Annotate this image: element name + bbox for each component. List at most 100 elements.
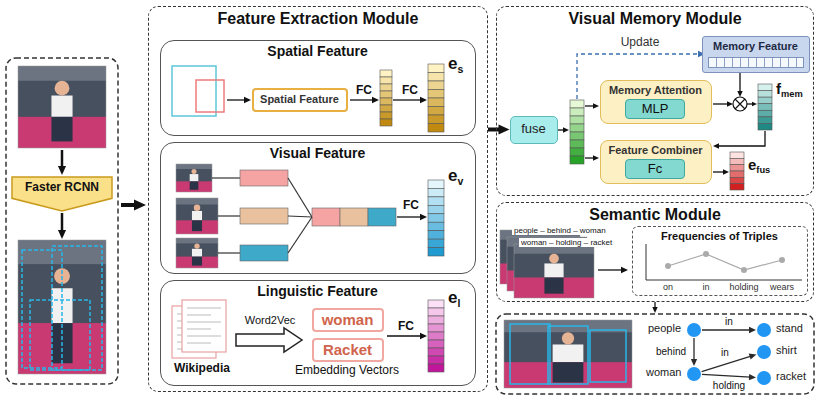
multiply-symbol [733,97,747,111]
vector-cell [428,316,444,324]
chart-dot [665,263,671,269]
arrow-line [713,171,724,172]
vector-cell [380,105,392,112]
arrow-line [397,216,421,217]
node-label: Linguistic Feature [161,281,475,299]
arrow-head [713,143,719,148]
detection-box [510,324,550,384]
mlp-box: MLP [625,99,685,119]
text-line [187,329,211,330]
vector-cell [380,98,392,105]
photo-frame [504,320,632,388]
arrow-line [227,99,245,100]
symbol-base: e [448,288,457,307]
symbol-base: e [448,54,457,73]
photo [18,66,106,148]
arrow-head [420,333,427,339]
photo-head [191,169,196,174]
vector-cell [428,124,444,133]
feature-line [218,252,240,253]
vector-cell [570,132,584,140]
photo-figure [544,277,563,293]
arrow-head [134,200,146,211]
vector-cell [730,177,744,183]
arrow-line [585,105,594,106]
photo-frame [176,198,218,234]
photo-banner [176,220,218,234]
vector-cell [758,117,772,124]
text-label: Update [621,36,660,50]
arrow-line [350,99,373,100]
feature-vector [730,152,744,190]
text-line [187,343,211,344]
arrow-head [593,103,599,108]
node-label: Frequencies of Triples [633,227,807,243]
feature-vector [380,70,392,126]
vector-cell [730,152,744,158]
photo [176,198,218,234]
symbol-subscript: v [457,175,463,187]
detector-outline [12,177,112,211]
photo-ground [176,198,218,234]
graph-label: woman [646,366,681,379]
photo-figure [192,257,202,266]
text-label: FC [398,320,414,334]
arrow-line [585,157,594,158]
process-box: Spatial Feature [252,88,348,112]
photo-head [549,254,559,264]
photo-head [194,204,200,210]
vector-cell [758,97,772,104]
arrow-line [718,131,765,146]
photo-figure [553,344,584,362]
arrow-head [58,230,66,239]
hollow-arrow [236,328,302,352]
photo-figure [192,211,202,220]
text-label: on [663,282,673,292]
text-label: Wikipedia [174,362,230,376]
feature-vector [428,64,444,132]
vector-cell [570,156,584,164]
symbol-base: f [776,80,781,97]
vector-cell [428,214,444,222]
arrow-head [420,214,427,220]
photo-figure [192,220,202,231]
chart-dot [779,257,785,263]
photo-ground [18,66,106,148]
vector-cell [428,115,444,124]
arrow-head [420,97,427,103]
vector-cell [428,348,444,356]
text-label: el [448,288,460,308]
photo-ground [514,244,594,298]
feature-line [218,215,240,216]
arrow-head [749,327,756,333]
vector-cell [428,308,444,316]
vector-cell [730,184,744,190]
vector-cell [570,140,584,148]
arrow-head [58,166,66,175]
symbol-subscript: fus [756,165,770,175]
photo-figure [51,96,72,117]
node-label: Spatial Feature [161,41,475,59]
photo [176,164,212,192]
text-line [187,315,211,316]
word-box: woman [312,308,384,332]
detector-box: Faster RCNN [11,176,113,212]
arrow-head [723,169,729,174]
node-label: woman [322,311,374,328]
vector-cell [380,119,392,126]
attention-box: Memory AttentionMLP [600,80,712,124]
detection-box [52,246,102,370]
text-label: wears [770,282,794,292]
node-label: Feature Extraction Module [149,7,487,28]
feature-line [288,217,312,253]
arrow-head [593,155,599,160]
vector-cell [570,124,584,132]
photo-banner [176,257,218,268]
arrow-head [749,374,756,380]
vector-cell [428,197,444,205]
vector-cell [570,116,584,124]
arrow-line [393,99,421,100]
text-line [187,336,221,337]
feature-block [240,245,288,261]
vector-cell [730,171,744,177]
